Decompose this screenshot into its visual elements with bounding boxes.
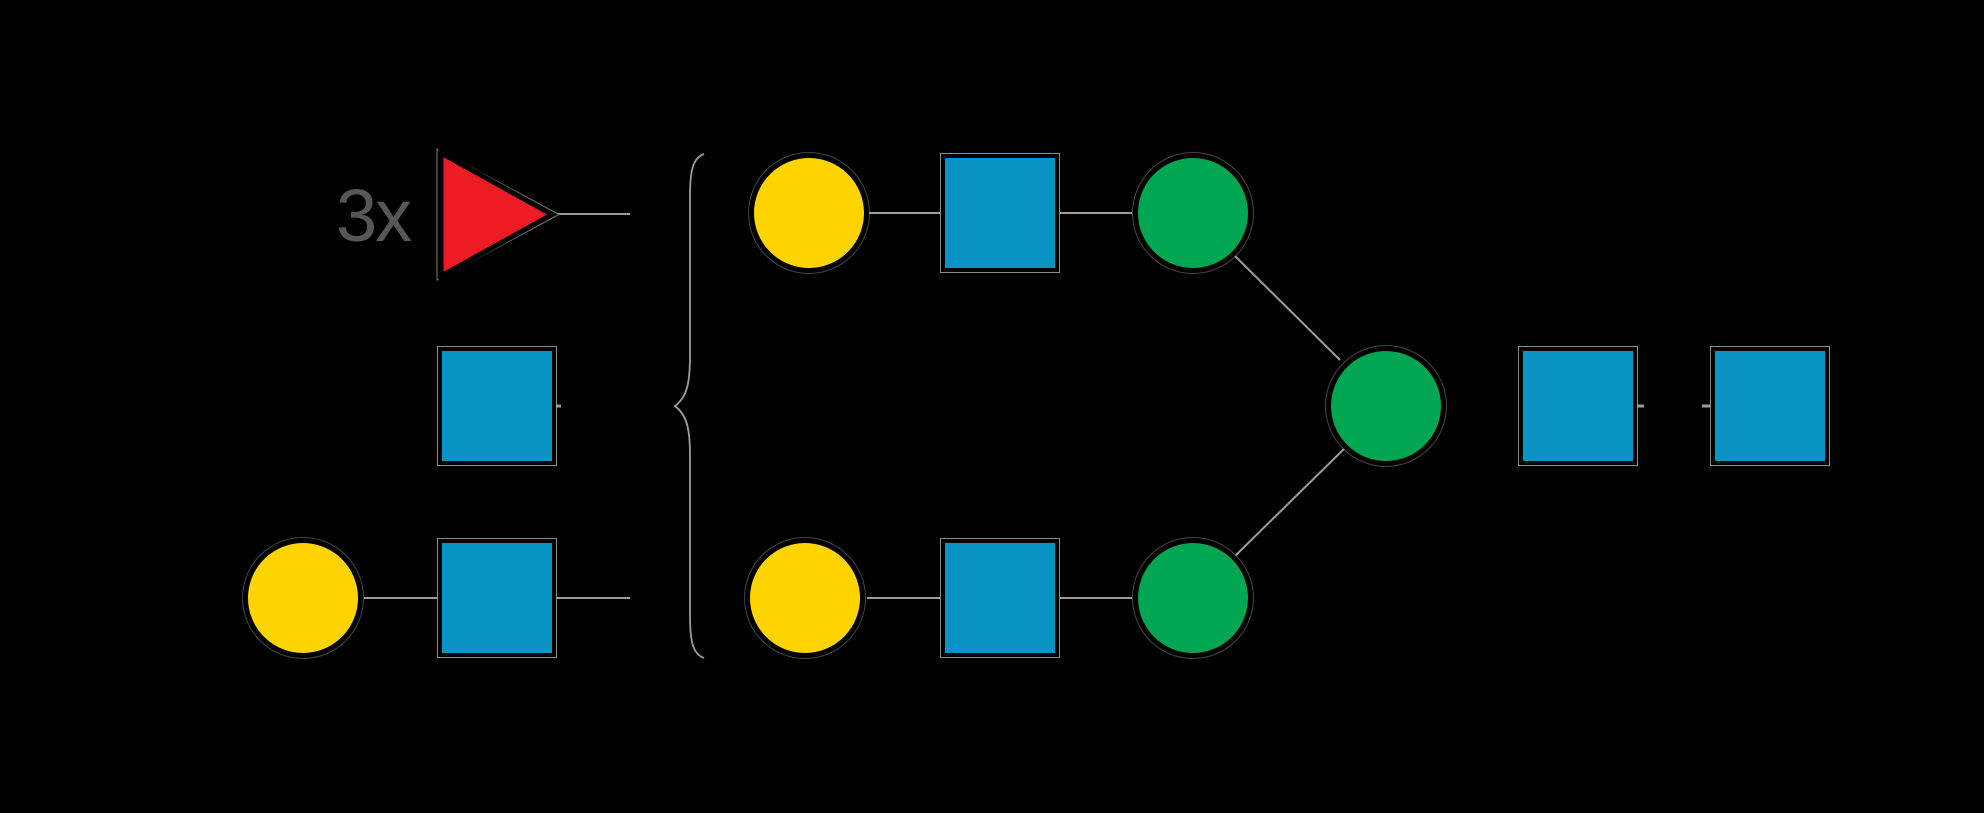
glcnac-square-core-outer-node	[1710, 346, 1830, 466]
mannose-circle-bottom-node	[1133, 538, 1253, 658]
multiplier-label: 3x	[336, 174, 412, 257]
glcnac-square-bottom-node	[940, 538, 1060, 658]
grouping-brace	[673, 153, 705, 659]
bond-line	[1234, 447, 1346, 557]
galactose-circle-top-node	[749, 153, 869, 273]
bond-line	[1234, 255, 1341, 361]
galactose-circle-bottom-node	[745, 538, 865, 658]
glcnac-square-left-node	[437, 538, 557, 658]
fucose-triangle-node	[438, 148, 558, 281]
glcnac-square-top-node	[940, 153, 1060, 273]
mannose-circle-top-node	[1133, 153, 1253, 273]
glcnac-square-core-inner-node	[1518, 346, 1638, 466]
glcnac-square-bisecting-node	[437, 346, 557, 466]
mannose-circle-core-node	[1326, 346, 1446, 466]
galactose-circle-left-node	[243, 538, 363, 658]
